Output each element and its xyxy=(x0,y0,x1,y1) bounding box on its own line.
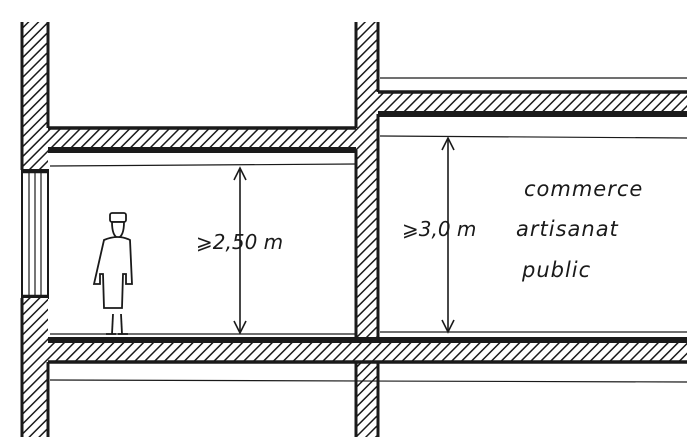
floor-slab xyxy=(48,331,687,383)
dimension-label-left: ⩾2,50 m xyxy=(196,230,283,254)
dimension-arrow-left xyxy=(233,166,247,335)
dimension-label-right: ⩾3,0 m xyxy=(402,217,476,241)
upper-slab-right xyxy=(378,77,687,139)
dimension-arrow-right xyxy=(441,136,455,334)
central-column xyxy=(354,22,380,437)
use-label-artisanat: artisanat xyxy=(516,217,619,241)
use-label-commerce: commerce xyxy=(524,177,643,201)
person-figure xyxy=(92,212,133,335)
left-wall-lower xyxy=(20,298,50,437)
left-wall-upper xyxy=(20,22,50,170)
use-label-public: public xyxy=(521,258,591,282)
window xyxy=(21,169,49,299)
upper-slab-left xyxy=(48,126,358,167)
